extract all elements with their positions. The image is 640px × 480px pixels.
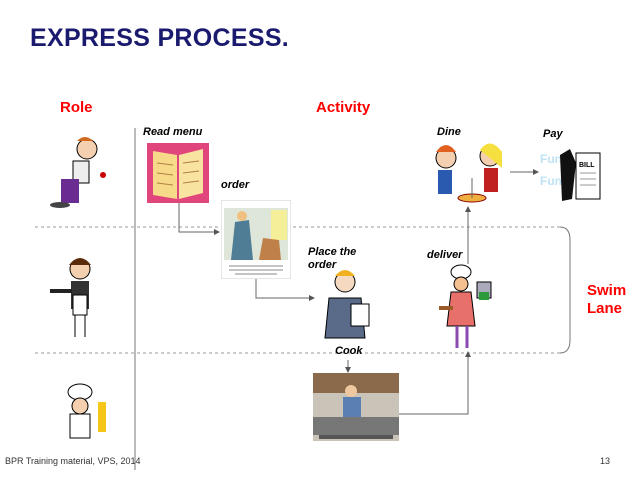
chef-figure	[67, 383, 106, 439]
activity-header: Activity	[316, 99, 371, 116]
svg-text:Fun: Fun	[540, 174, 562, 188]
customer-figure	[50, 137, 106, 208]
swim-lane-bracket	[559, 226, 571, 354]
label-pay: Pay	[543, 128, 563, 140]
svg-text:Fun: Fun	[540, 152, 562, 166]
arrow-order-to-place	[255, 279, 315, 301]
label-cook: Cook	[335, 345, 363, 357]
slide-title: EXPRESS PROCESS.	[30, 24, 290, 52]
svg-text:BILL: BILL	[579, 162, 595, 169]
waitress-figure	[50, 258, 91, 337]
arrow-cook-to-deliver	[399, 351, 471, 415]
page-number: 13	[600, 456, 611, 466]
menu-image	[147, 143, 209, 203]
arrow-menu-to-order	[178, 203, 220, 235]
label-order: order	[221, 179, 250, 191]
label-place-order: Place the order	[308, 246, 357, 271]
order-cartoon	[221, 200, 291, 279]
cook-kitchen-image	[313, 373, 399, 441]
label-dine: Dine	[437, 126, 461, 138]
waitress-delivering-image	[439, 264, 492, 348]
label-deliver: deliver	[427, 249, 463, 261]
dining-couple-image	[435, 143, 502, 203]
waitress-taking-order-image	[324, 270, 370, 339]
role-header: Role	[60, 99, 93, 116]
label-read-menu: Read menu	[143, 126, 203, 138]
swim-lane-label: Swim Lane	[587, 282, 627, 317]
pay-bill-image: Fun Fun BILL	[540, 149, 601, 201]
footer-source: BPR Training material, VPS, 2014	[5, 456, 141, 466]
